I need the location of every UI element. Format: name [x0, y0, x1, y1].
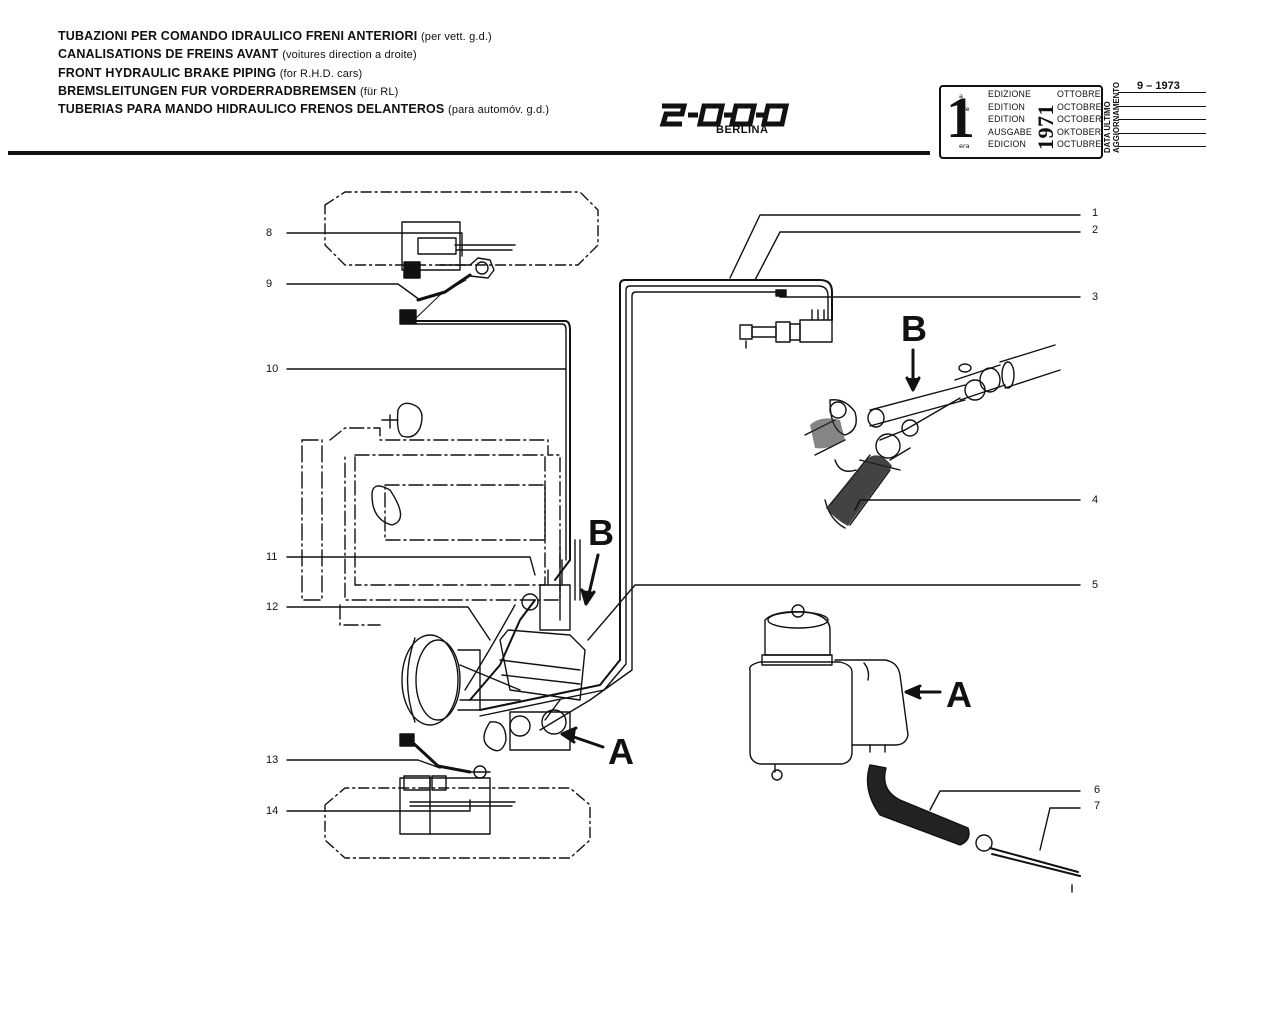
main-a-label: A: [608, 731, 634, 772]
main-b-label: B: [588, 512, 614, 553]
detail-a-label: A: [946, 674, 972, 715]
model-logo: [659, 103, 790, 127]
detail-b-label: B: [901, 308, 927, 349]
arrow-b-main: [580, 553, 600, 606]
edition-suffixes: a ere st . era: [959, 92, 970, 150]
last-update-date: 9 – 1973: [1137, 80, 1180, 92]
pressure-switch: [739, 289, 833, 349]
model-name: BERLINA: [716, 124, 769, 136]
front-wheel-upper: [324, 191, 599, 266]
edition-labels: EDIZIONE EDITION EDITION AUSGABE EDICION: [988, 89, 1032, 149]
master-cylinder: [499, 539, 586, 701]
title-block: TUBAZIONI PER COMANDO IDRAULICO FRENI AN…: [58, 28, 678, 119]
arrow-b-detail: [905, 348, 921, 392]
arrow-a-detail: [904, 684, 942, 700]
callout-2: 2: [1092, 224, 1099, 236]
callout-12: 12: [266, 601, 279, 613]
callout-10: 10: [266, 363, 279, 375]
callout-9: 9: [266, 278, 273, 290]
brake-servo: [401, 634, 521, 726]
header-rule: [8, 151, 930, 155]
callout-6: 6: [1094, 784, 1101, 796]
update-lines: [1118, 92, 1206, 160]
title-line-en: FRONT HYDRAULIC BRAKE PIPING (for R.H.D.…: [58, 65, 363, 80]
edition-box: [939, 85, 1103, 159]
callout-4: 4: [1092, 494, 1099, 506]
callout-3: 3: [1092, 291, 1099, 303]
title-line-fr: CANALISATIONS DE FREINS AVANT (voitures …: [58, 47, 417, 62]
hose-6: [866, 764, 970, 846]
fluid-reservoir: [749, 604, 909, 781]
upper-caliper: [401, 221, 516, 279]
arrow-a-main: [560, 726, 605, 749]
title-line-es: TUBERIAS PARA MANDO HIDRAULICO FRENOS DE…: [58, 102, 550, 117]
callout-7: 7: [1094, 800, 1101, 812]
radiator: [301, 439, 323, 601]
lower-caliper: [399, 775, 516, 835]
callout-11: 11: [266, 551, 278, 563]
callout-13: 13: [266, 754, 279, 766]
title-line-it: TUBAZIONI PER COMANDO IDRAULICO FRENI AN…: [58, 29, 492, 43]
title-line-de: BREMSLEITUNGEN FUR VORDERRADBREMSEN (für…: [58, 83, 399, 98]
callout-5: 5: [1092, 579, 1099, 591]
edition-months: OTTOBRE OCTOBRE OCTOBER OKTOBER OCTUBRE: [1057, 89, 1102, 149]
bottom-valves: [483, 699, 571, 752]
edition-number: 1: [946, 85, 975, 150]
callout-1: 1: [1092, 207, 1099, 219]
front-wheel-lower: [324, 787, 591, 859]
pipe-7: [975, 834, 1081, 893]
callout-14: 14: [266, 805, 279, 817]
callout-8: 8: [266, 227, 273, 239]
